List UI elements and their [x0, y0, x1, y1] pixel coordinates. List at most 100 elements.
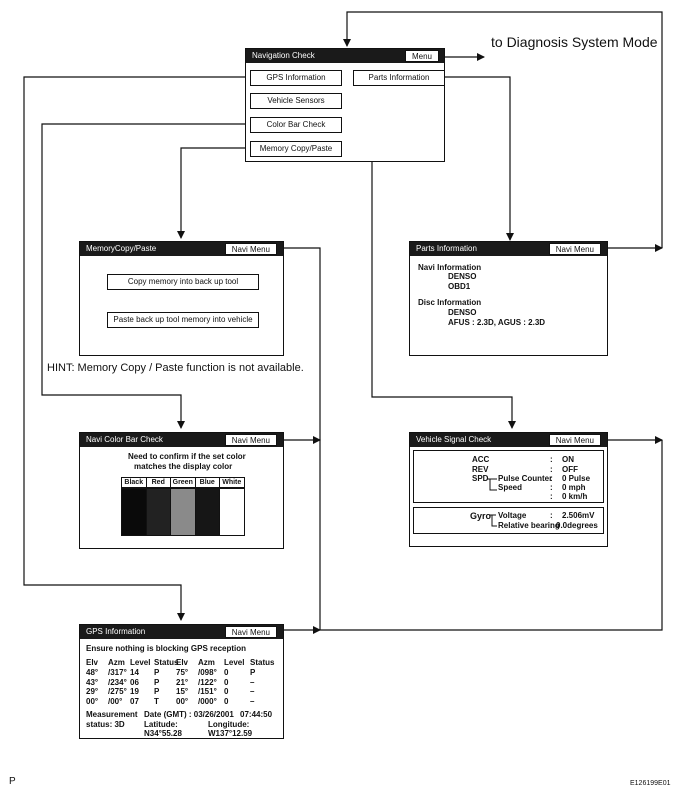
signal-brackets [487, 478, 497, 527]
memory-copy-paste-button[interactable]: Memory Copy/Paste [250, 141, 342, 157]
gps-cell: 06 [130, 677, 139, 687]
acc-colon: : [550, 455, 553, 464]
navi-model: OBD1 [448, 282, 471, 291]
gps-cell: 75° [176, 668, 189, 677]
gps-cell: 15° [176, 687, 189, 696]
gps-cell: P [250, 668, 256, 677]
gps-header-5: Azm [198, 658, 215, 667]
status-label: status: 3D [86, 720, 125, 729]
gps-cell: 14 [130, 668, 139, 677]
gps-header-2: Level [130, 658, 151, 667]
colorbar-navi-menu-button[interactable]: Navi Menu [224, 434, 277, 446]
gps-information-button[interactable]: GPS Information [250, 70, 342, 86]
gps-cell: – [250, 687, 255, 696]
gps-warning: Ensure nothing is blocking GPS reception [86, 644, 247, 653]
gps-cell: 07 [130, 696, 139, 706]
line-memory [177, 147, 249, 239]
line-return-to-nav [343, 11, 663, 248]
swatch-bar-4 [219, 488, 245, 536]
signal-navi-menu-button[interactable]: Navi Menu [548, 434, 601, 446]
swatch-label-2: Green [170, 477, 196, 488]
longitude-value: W137°12.59 [208, 729, 253, 738]
color-bar-check-button[interactable]: Color Bar Check [250, 117, 342, 133]
disc-version: AFUS : 2.3D, AGUS : 2.3D [448, 318, 546, 327]
gps-cell: /151° [198, 687, 217, 696]
colorbar-instruction-2: matches the display color [134, 462, 233, 471]
voltage-colon: : [550, 511, 553, 520]
swatch-label-0: Black [121, 477, 147, 488]
acc-value: ON [562, 455, 574, 464]
copy-memory-button[interactable]: Copy memory into back up tool [107, 274, 259, 290]
navigation-check-screen: Navigation Check Menu GPS Information Pa… [245, 48, 445, 162]
swatch-bar-2 [170, 488, 196, 536]
kmh-colon: : [550, 492, 553, 501]
voltage-value: 2.506mV [562, 511, 595, 520]
latitude-value: N34°55.28 [144, 729, 182, 738]
vehicle-sensors-button[interactable]: Vehicle Sensors [250, 93, 342, 109]
navi-information-label: Navi Information [418, 263, 482, 272]
gps-header-4: Elv [176, 658, 189, 667]
gps-cell: 0 [224, 668, 229, 677]
pulse-value: 0 Pulse [562, 474, 591, 483]
gps-header-3: Status [154, 658, 179, 667]
gps-cell: P [154, 677, 160, 687]
memory-navi-menu-button[interactable]: Navi Menu [224, 243, 277, 255]
gps-cell: /000° [198, 696, 217, 706]
gps-cell: 0 [224, 696, 229, 706]
memory-copy-paste-screen: MemoryCopy/Paste Navi Menu Copy memory i… [79, 241, 284, 356]
acc-label: ACC [472, 455, 490, 464]
gps-information-screen: GPS Information Navi Menu Ensure nothing… [79, 624, 284, 739]
gps-header-6: Level [224, 658, 245, 667]
latitude-label: Latitude: [144, 720, 178, 729]
date-label: Date (GMT) : 03/26/2001 [144, 710, 234, 719]
gps-cell: 19 [130, 687, 139, 696]
signal-panel [413, 450, 604, 503]
gps-cell: 0 [224, 687, 229, 696]
disc-information-label: Disc Information [418, 298, 482, 307]
gps-header-7: Status [250, 658, 275, 667]
swatch-bar-3 [194, 488, 220, 536]
parts-information-button[interactable]: Parts Information [353, 70, 445, 86]
gps-cell: 00° [86, 696, 99, 706]
gps-cell: /122° [198, 677, 217, 687]
line-gps-return [320, 440, 663, 631]
gps-cell: P [154, 668, 160, 677]
bearing-label: Relative bearing [498, 521, 560, 530]
menu-button[interactable]: Menu [404, 50, 439, 62]
swatch-bar-1 [145, 488, 171, 536]
time-value: 07:44:50 [240, 710, 273, 719]
swatch-bar-0 [121, 488, 147, 536]
gps-cell: /00° [108, 696, 123, 706]
gps-cell: /098° [198, 668, 217, 677]
longitude-label: Longitude: [208, 720, 250, 729]
gps-cell: 43° [86, 677, 99, 687]
footer-right: E126199E01 [630, 780, 671, 787]
diagnosis-annotation: to Diagnosis System Mode [491, 34, 658, 50]
gps-header-0: Elv [86, 658, 99, 667]
gps-cell: 0 [224, 677, 229, 687]
swatch-label-4: White [219, 477, 245, 488]
rev-colon: : [550, 465, 553, 474]
navi-maker: DENSO [448, 272, 477, 281]
gps-cell: – [250, 677, 255, 687]
footer-left: P [9, 776, 16, 787]
mph-value: 0 mph [562, 483, 586, 492]
rev-label: REV [472, 465, 489, 474]
gyro-panel [413, 507, 604, 534]
gps-cell: 21° [176, 677, 189, 687]
measurement-label: Measurement [86, 710, 138, 719]
parts-navi-menu-button[interactable]: Navi Menu [548, 243, 601, 255]
gps-cell: T [154, 696, 159, 706]
gps-navi-menu-button[interactable]: Navi Menu [224, 626, 277, 638]
line-parts [444, 76, 514, 241]
hint-text: HINT: Memory Copy / Paste function is no… [47, 362, 304, 374]
gyro-label: Gyro [470, 511, 492, 521]
speed-label: Speed [498, 483, 523, 492]
gps-cell: – [250, 696, 255, 706]
gps-header-1: Azm [108, 658, 125, 667]
swatch-label-3: Blue [194, 477, 220, 488]
paste-memory-button[interactable]: Paste back up tool memory into vehicle [107, 312, 259, 328]
swatch-label-1: Red [145, 477, 171, 488]
colorbar-instruction-1: Need to confirm if the set color [128, 452, 246, 461]
spd-label: SPD [472, 474, 489, 483]
